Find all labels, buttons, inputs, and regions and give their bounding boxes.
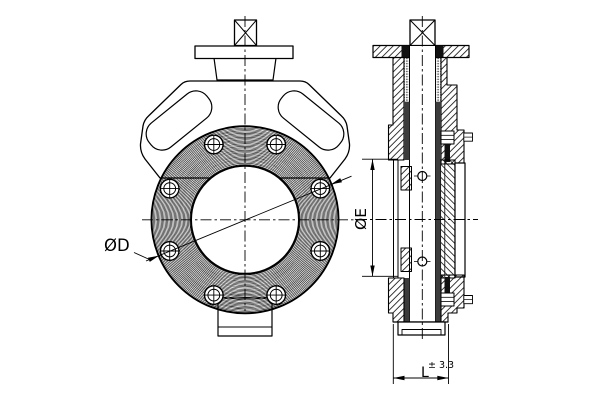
gland-screw-head-bottom <box>440 292 455 307</box>
dim-label-l: L <box>421 365 429 381</box>
stem-liner-right <box>435 102 441 160</box>
stem-packing-left <box>403 57 410 103</box>
front-view: ØD <box>104 16 362 337</box>
dimension-e: ØE <box>352 158 398 277</box>
dimension-l: L ± 3.3 <box>392 324 454 384</box>
stem-channel <box>409 45 436 323</box>
stem-packing-right <box>435 57 442 103</box>
flange-rim-edge <box>454 162 466 278</box>
flange-bolt <box>203 285 224 306</box>
dim-label-l-tolerance: ± 3.3 <box>428 360 454 371</box>
hub-block-top <box>400 166 412 191</box>
side-view: ØE L ± 3.3 <box>352 16 478 384</box>
gland-screw-shaft-bottom <box>444 277 450 293</box>
flange-bolt <box>159 178 180 199</box>
actuator-mounting-plate <box>194 45 294 60</box>
flange-bolt <box>310 240 331 261</box>
dim-label-d: ØD <box>104 236 130 255</box>
body-edge-left <box>393 159 399 279</box>
flange-bolt <box>203 134 224 155</box>
stem-liner-right-lower <box>435 278 441 322</box>
gland-top <box>440 130 473 162</box>
bottom-section-left <box>387 277 405 323</box>
lug-slot-left <box>145 90 213 151</box>
neck-section-left <box>387 56 405 161</box>
gland-screw-shaft-top <box>444 144 450 162</box>
flange-bolt <box>266 134 287 155</box>
disc-liner-right <box>435 160 441 278</box>
dim-label-e: ØE <box>352 208 370 230</box>
bottom-cap <box>393 321 449 336</box>
dimension-d: ØD <box>104 175 352 262</box>
gland-screw-head-top <box>440 130 455 145</box>
stem-seal-left <box>401 45 410 58</box>
neck-section-right <box>440 56 465 165</box>
stem-seal-right <box>435 45 444 58</box>
flange-bolt <box>266 285 287 306</box>
hub-block-bottom <box>400 247 412 272</box>
disc-section <box>439 159 456 279</box>
gland-bottom <box>440 277 473 307</box>
stem-square <box>233 19 258 47</box>
stem-liner-left <box>404 102 410 160</box>
lug-slot-right <box>277 90 345 151</box>
stem-liner-left-lower <box>404 278 410 322</box>
